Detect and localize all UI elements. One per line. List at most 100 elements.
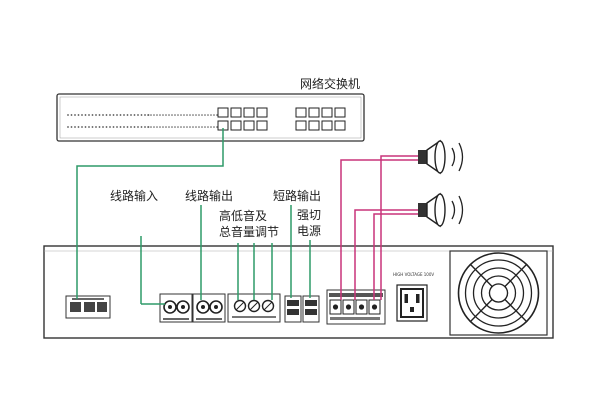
switch-led: [77, 126, 80, 128]
switch-led: [168, 114, 170, 116]
tone-label: 高低音及: [219, 208, 267, 223]
switch-led: [91, 126, 94, 128]
ethernet-cable: [76, 128, 224, 299]
switch-port: [230, 120, 242, 131]
switch-title: 网络交换机: [300, 76, 360, 91]
switch-led: [213, 114, 215, 116]
switch-led: [210, 114, 212, 116]
switch-port: [334, 107, 346, 118]
switch-port: [256, 107, 268, 118]
switch-port: [243, 120, 255, 131]
switch-led: [189, 114, 191, 116]
line-out-connector: [192, 293, 226, 323]
switch-led: [81, 114, 83, 116]
switch-led: [150, 126, 152, 128]
switch-port: [295, 120, 307, 131]
line-in-connector: [159, 293, 193, 323]
network-switch: [56, 93, 365, 142]
switch-led-rows: [67, 114, 218, 128]
switch-led: [189, 126, 191, 128]
switch-led: [183, 114, 185, 116]
switch-led: [123, 126, 125, 128]
power-label: 电源: [297, 224, 321, 238]
switch-led: [140, 114, 143, 116]
power-spec-label: HIGH VOLTAGE 100V: [393, 272, 434, 277]
switch-led: [137, 126, 139, 128]
switch-led: [162, 126, 164, 128]
switch-led: [116, 126, 118, 128]
switch-led: [105, 114, 108, 116]
switch-port-group-left: [217, 107, 268, 131]
signal-wires: [140, 205, 311, 305]
switch-led: [204, 114, 206, 116]
switch-port: [321, 120, 333, 131]
switch-led: [105, 126, 108, 128]
switch-led: [102, 114, 104, 116]
switch-port: [217, 107, 229, 118]
switch-led: [123, 114, 125, 116]
line-out-label: 线路输出: [185, 188, 233, 203]
switch-led: [70, 114, 73, 116]
switch-led: [91, 114, 94, 116]
switch-led: [171, 126, 173, 128]
switch-led: [213, 126, 215, 128]
rj45-port-icon: [65, 295, 111, 319]
switch-led: [156, 114, 158, 116]
switch-led: [204, 126, 206, 128]
switch-led: [133, 114, 136, 116]
switch-led: [183, 126, 185, 128]
speaker-icon: [418, 139, 464, 175]
switch-led: [171, 114, 173, 116]
switch-led: [216, 126, 218, 128]
switch-led: [109, 126, 111, 128]
switch-led: [112, 126, 115, 128]
speaker-cable: [340, 155, 418, 300]
switch-led: [186, 126, 188, 128]
switch-led: [153, 114, 155, 116]
switch-led: [130, 114, 132, 116]
speaker-icon: [418, 192, 464, 228]
switch-led: [144, 114, 146, 116]
switch-led: [119, 126, 122, 128]
switch-led: [192, 114, 194, 116]
switch-led: [207, 114, 209, 116]
switch-led: [180, 126, 182, 128]
switch-led: [192, 126, 194, 128]
switch-led: [137, 114, 139, 116]
switch-led: [109, 114, 111, 116]
switch-port: [308, 120, 320, 131]
switch-led: [126, 126, 129, 128]
switch-led: [116, 114, 118, 116]
switch-led: [207, 126, 209, 128]
switch-led: [159, 126, 161, 128]
switch-port: [230, 107, 242, 118]
switch-led: [112, 114, 115, 116]
switch-led: [186, 114, 188, 116]
switch-led: [84, 126, 87, 128]
switch-led: [88, 114, 90, 116]
switch-led: [198, 114, 200, 116]
speaker-output-terminal: [326, 289, 386, 325]
switch-led: [147, 126, 149, 128]
switch-led: [130, 126, 132, 128]
switch-led: [159, 114, 161, 116]
switch-led: [147, 114, 149, 116]
power-socket-icon: [396, 284, 428, 322]
switch-led: [74, 114, 76, 116]
line-in-label: 线路输入: [110, 188, 158, 203]
switch-led: [195, 114, 197, 116]
switch-led: [88, 126, 90, 128]
switch-led: [156, 126, 158, 128]
fan-icon: [449, 250, 548, 336]
short-output-terminal: [284, 295, 302, 323]
switch-led: [177, 126, 179, 128]
switch-led: [201, 126, 203, 128]
force-cut-terminal: [302, 295, 320, 323]
short-output-label: 短路输出: [273, 188, 321, 203]
switch-led: [77, 114, 80, 116]
switch-port: [334, 120, 346, 131]
switch-led: [119, 114, 122, 116]
switch-led: [133, 126, 136, 128]
switch-led: [198, 126, 200, 128]
